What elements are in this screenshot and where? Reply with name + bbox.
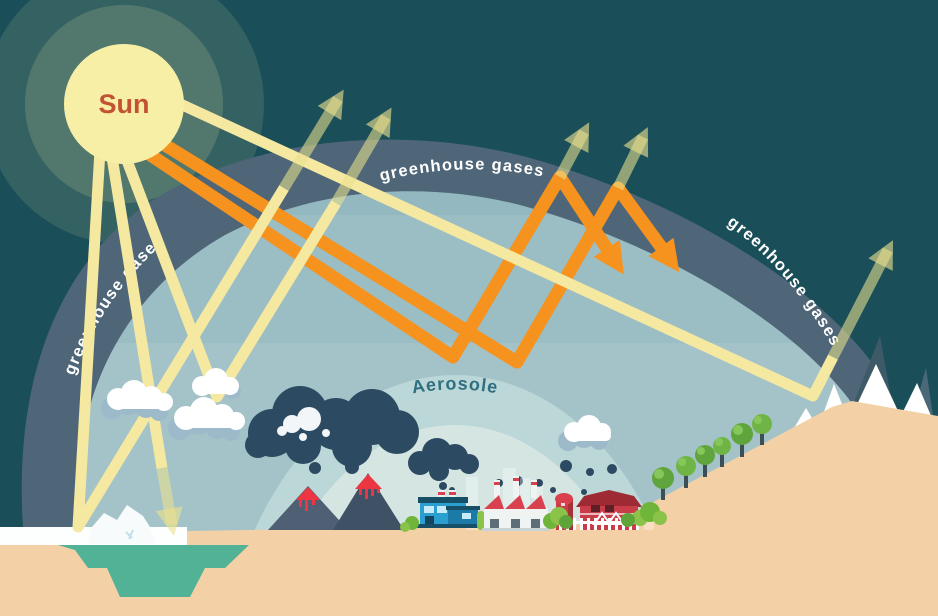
escaping-ray — [331, 107, 392, 206]
aerosol-label: Aerosole — [410, 373, 500, 397]
hillside-trees — [652, 414, 772, 500]
infrared-ray — [148, 131, 680, 369]
tree-icon — [676, 456, 696, 488]
cloud-icon — [192, 368, 241, 399]
factory-smoke-cloud — [408, 438, 479, 493]
tree-icon — [713, 437, 731, 467]
cloud-icon — [101, 380, 173, 421]
volcano-left — [268, 486, 348, 530]
white-factory — [482, 476, 550, 531]
tree-icon — [695, 445, 715, 477]
cloud-icon — [168, 397, 245, 441]
lava-icon — [355, 474, 382, 489]
smoke-highlights — [277, 407, 330, 441]
solar-ray — [173, 97, 838, 402]
cloud-icon — [558, 415, 611, 451]
escaping-ray — [828, 240, 894, 360]
infrared-rays — [139, 122, 680, 369]
tree-icon — [731, 423, 753, 457]
ocean — [58, 545, 249, 597]
sun-label: Sun — [99, 89, 150, 119]
sun: Sun — [64, 44, 184, 164]
bushes — [400, 502, 667, 532]
lava-icon — [296, 487, 320, 500]
escaping-ray — [279, 89, 344, 191]
solar-ray — [72, 149, 289, 533]
tree-icon — [652, 467, 674, 500]
escaping-ray — [613, 127, 649, 191]
escaping-ray — [555, 122, 590, 180]
tree-icon — [752, 414, 772, 445]
blue-factory — [416, 490, 482, 528]
iceberg-icon — [88, 505, 155, 544]
infrared-ray — [139, 144, 624, 364]
volcano-right — [333, 473, 404, 530]
clouds — [101, 368, 611, 451]
ground — [0, 401, 938, 616]
solar-ray — [120, 156, 341, 403]
absorbed-ray — [155, 467, 183, 536]
